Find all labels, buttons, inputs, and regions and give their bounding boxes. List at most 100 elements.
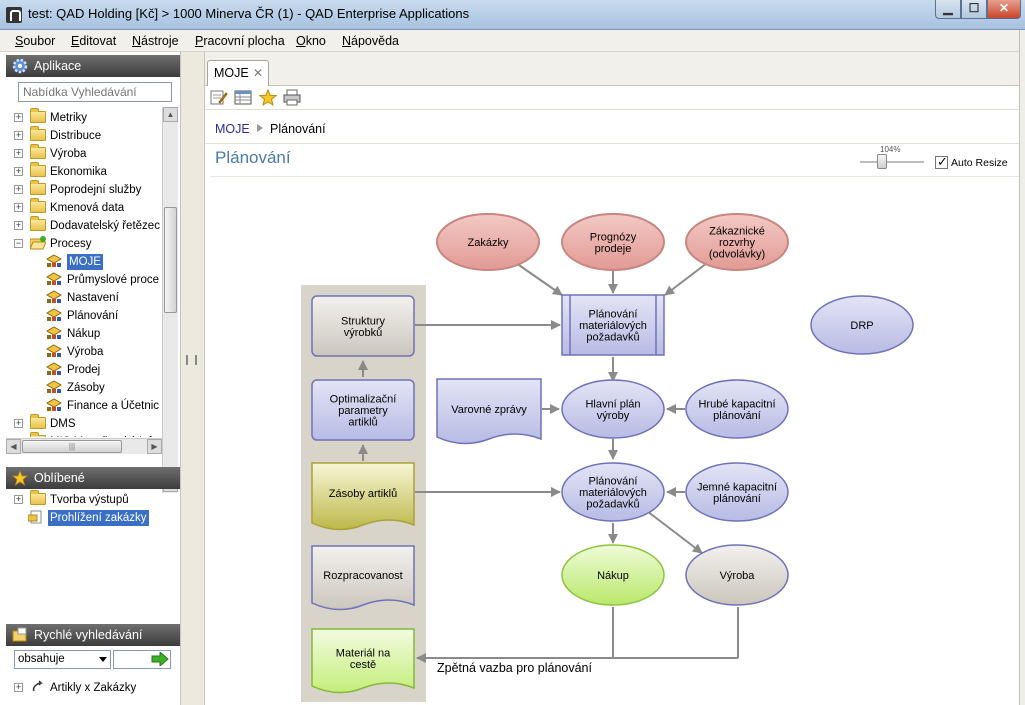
- node-prognozy[interactable]: [561, 213, 665, 271]
- favorite-label: Tvorba výstupů: [50, 494, 129, 506]
- breadcrumb-root-link[interactable]: MOJE: [215, 122, 250, 136]
- zoom-slider[interactable]: [860, 154, 924, 169]
- expand-icon[interactable]: +: [14, 166, 23, 176]
- table-icon[interactable]: [234, 89, 252, 106]
- menu-soubor[interactable]: Soubor: [15, 34, 56, 48]
- expand-icon[interactable]: +: [14, 494, 23, 504]
- node-zakazky[interactable]: [436, 213, 540, 271]
- expand-icon[interactable]: +: [14, 112, 23, 122]
- close-button[interactable]: ✕: [987, 0, 1021, 19]
- quick-search-panel-header[interactable]: Rychlé vyhledávání: [6, 624, 180, 646]
- maximize-button[interactable]: ☐: [961, 0, 987, 19]
- process-icon: [46, 398, 62, 411]
- node-zakaznicke-rozvrhy[interactable]: [685, 213, 789, 271]
- node-label: Zakázky: [468, 237, 509, 249]
- zoom-level: 104%: [880, 145, 901, 154]
- quick-search-title: Rychlé vyhledávání: [34, 628, 143, 642]
- edit-icon[interactable]: [210, 89, 228, 106]
- node-label: Plánování: [589, 476, 638, 488]
- star-icon[interactable]: [259, 89, 277, 106]
- node-optimalizacni[interactable]: [311, 379, 415, 441]
- apps-panel-title: Aplikace: [34, 59, 82, 73]
- node-nakup[interactable]: [561, 544, 665, 606]
- minimize-button[interactable]: ▁: [935, 0, 961, 19]
- favorites-panel-header[interactable]: Oblíbené: [6, 467, 180, 489]
- divider: [210, 176, 1020, 177]
- node-jemne[interactable]: [685, 462, 789, 522]
- zoom-slider-knob[interactable]: [877, 154, 887, 169]
- node-varovne[interactable]: [436, 378, 542, 445]
- feedback-label: Zpětná vazba pro plánování: [437, 661, 592, 675]
- tree-horizontal-scrollbar[interactable]: ◀ ||| ▶: [6, 438, 162, 454]
- node-label: výroby: [597, 410, 630, 422]
- panel-splitter[interactable]: [180, 52, 205, 705]
- apps-panel-header[interactable]: Aplikace: [6, 55, 180, 77]
- node-zasoby[interactable]: [311, 462, 415, 531]
- auto-resize-label: Auto Resize: [951, 157, 1008, 169]
- tree-item-label: Výroba: [50, 148, 87, 160]
- checkbox-checked-icon[interactable]: [935, 154, 948, 170]
- folder-icon: [30, 180, 46, 195]
- expand-icon[interactable]: +: [14, 130, 23, 140]
- tree-item-label: Dodavatelský řetězec: [50, 220, 160, 232]
- expand-icon[interactable]: +: [14, 682, 23, 692]
- scroll-thumb[interactable]: [164, 207, 177, 313]
- tree-item-label: Finance a Účetnic: [67, 400, 160, 412]
- tab-moje[interactable]: MOJE ✕: [207, 60, 269, 87]
- node-label: parametry: [338, 405, 388, 417]
- breadcrumb-current: Plánování: [270, 122, 326, 136]
- menu-bar: Soubor Editovat Nástroje Pracovní plocha…: [0, 30, 1025, 52]
- menu-search-input[interactable]: [18, 82, 172, 102]
- go-arrow-icon[interactable]: [151, 652, 169, 666]
- node-mrp-top[interactable]: [561, 294, 665, 356]
- node-rozpracovanost[interactable]: [311, 545, 415, 611]
- tree-vertical-scrollbar[interactable]: ▲ ▼: [162, 107, 178, 493]
- node-mrp2[interactable]: [561, 462, 665, 522]
- expand-icon[interactable]: +: [14, 184, 23, 194]
- process-icon: [46, 344, 62, 357]
- node-label: Struktury: [341, 315, 386, 327]
- scroll-up-icon[interactable]: ▲: [163, 107, 178, 122]
- node-drp[interactable]: [810, 295, 914, 355]
- expand-icon[interactable]: +: [14, 202, 23, 212]
- tree-item-label: Nastavení: [67, 292, 119, 304]
- expand-icon[interactable]: +: [14, 418, 23, 428]
- splitter-grip[interactable]: [186, 355, 197, 365]
- node-hrube[interactable]: [685, 379, 789, 439]
- node-struktury[interactable]: [311, 295, 415, 357]
- folder-icon: [30, 432, 46, 437]
- print-icon[interactable]: [283, 89, 301, 106]
- expand-icon[interactable]: −: [14, 238, 23, 248]
- menu-pracovni-plocha[interactable]: Pracovní plocha: [195, 34, 285, 48]
- folder-icon: [30, 126, 46, 141]
- node-label: Varovné zprávy: [451, 404, 527, 416]
- hscroll-thumb[interactable]: |||: [22, 440, 122, 453]
- close-tab-icon[interactable]: ✕: [252, 66, 263, 80]
- expand-icon[interactable]: +: [14, 148, 23, 158]
- arrow-connector: [646, 510, 703, 554]
- menu-napoveda[interactable]: Nápověda: [342, 34, 399, 48]
- favorites-panel-title: Oblíbené: [34, 471, 85, 485]
- scroll-right-icon[interactable]: ▶: [147, 439, 162, 454]
- tree-item-label: Výroba: [67, 346, 104, 358]
- tree-item-label: Ekonomika: [50, 166, 107, 178]
- node-label: Hrubé kapacitní: [698, 398, 775, 410]
- tree-item-label: MOJE: [67, 254, 103, 270]
- expand-icon[interactable]: +: [14, 220, 23, 230]
- quick-search-input[interactable]: [113, 650, 171, 669]
- menu-editovat[interactable]: Editovat: [71, 34, 117, 48]
- node-label: Plánování: [589, 309, 638, 321]
- quick-search-label: Artikly x Zakázky: [50, 682, 137, 694]
- scroll-left-icon[interactable]: ◀: [6, 439, 21, 454]
- process-icon: [46, 380, 62, 393]
- node-label: výrobků: [344, 327, 383, 339]
- match-mode-select[interactable]: obsahuje: [14, 650, 111, 669]
- match-mode-value: obsahuje: [18, 653, 65, 665]
- node-hlavni-plan[interactable]: [561, 379, 665, 439]
- node-vyroba[interactable]: [685, 544, 789, 606]
- menu-nastroje[interactable]: Nástroje: [132, 34, 179, 48]
- node-material[interactable]: [311, 628, 415, 694]
- menu-okno[interactable]: Okno: [296, 34, 326, 48]
- node-label: Zásoby artiklů: [329, 488, 397, 500]
- tree-item-label: Nákup: [67, 328, 101, 340]
